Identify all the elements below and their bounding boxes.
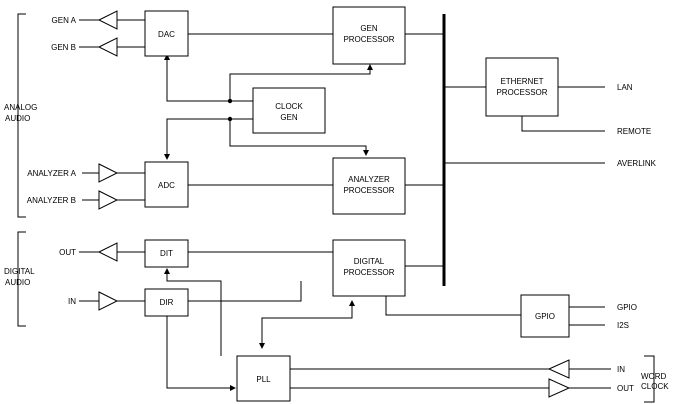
digital-processor-label-1: DIGITAL [354,257,385,266]
clock-gen-label-2: GEN [280,113,298,122]
word-clock-in-buffer [547,359,570,379]
digital-audio-label-1: DIGITAL [4,267,35,276]
buffers [97,10,571,398]
digital-in-port-label: IN [68,297,76,306]
word-clock-label-1: WORD [641,372,667,381]
analyzer-b-buffer [98,190,119,210]
arrowheads [164,54,373,391]
gen-b-buffer [97,37,118,57]
junction-dot [227,116,233,122]
analyzer-a-port-label: ANALYZER A [27,169,76,178]
dir-block: DIR [144,288,189,317]
gpio-block: GPIO [520,294,570,338]
digital-processor-label-2: PROCESSOR [343,268,394,277]
adc-label: ADC [158,181,175,190]
analog-audio-label-1: ANALOG [4,103,37,112]
analog-audio-label-2: AUDIO [5,114,30,123]
averlink-port-label: AVERLINK [617,159,657,168]
remote-port-label: REMOTE [617,127,651,136]
gpio-label: GPIO [535,312,555,321]
gen-processor-block: GEN PROCESSOR [332,6,406,65]
pll-block: PLL [236,355,291,402]
analyzer-a-buffer [98,163,119,183]
gen-a-port-label: GEN A [52,16,77,25]
gen-processor-label-2: PROCESSOR [343,35,394,44]
dit-label: DIT [160,249,173,258]
word-clock-group: WORD CLOCK [641,355,669,403]
dac-block: DAC [144,10,189,57]
lan-port-label: LAN [617,83,633,92]
i2s-port-label: I2S [617,321,629,330]
digital-in-buffer [98,291,119,311]
gen-a-buffer [97,10,118,30]
digital-out-buffer [97,242,118,262]
word-clock-out-buffer [548,378,571,398]
gen-b-port-label: GEN B [51,43,76,52]
analyzer-processor-label-1: ANALYZER [348,175,390,184]
analyzer-processor-label-2: PROCESSOR [343,186,394,195]
word-clock-in-port-label: IN [617,365,625,374]
gpio-port-label: GPIO [617,303,637,312]
word-clock-label-2: CLOCK [641,382,669,391]
analyzer-processor-block: ANALYZER PROCESSOR [332,157,406,215]
dir-label: DIR [160,298,174,307]
digital-audio-group: DIGITAL AUDIO [4,231,35,327]
junction-dot [227,98,233,104]
ethernet-processor-label-1: ETHERNET [500,77,543,86]
analog-audio-group: ANALOG AUDIO [4,13,37,218]
ethernet-processor-label-2: PROCESSOR [496,88,547,97]
dit-block: DIT [144,239,189,268]
digital-audio-label-2: AUDIO [5,278,30,287]
pll-label: PLL [256,375,271,384]
digital-out-port-label: OUT [59,248,76,257]
gen-processor-label-1: GEN [360,24,378,33]
ethernet-processor-block: ETHERNET PROCESSOR [485,57,559,117]
connections [79,19,611,389]
dac-label: DAC [158,30,175,39]
clock-gen-block: CLOCK GEN [252,87,326,134]
clock-gen-label-1: CLOCK [275,102,303,111]
port-labels: GEN A GEN B ANALYZER A ANALYZER B OUT IN… [27,16,657,393]
adc-block: ADC [144,161,189,208]
word-clock-out-port-label: OUT [617,384,634,393]
analyzer-b-port-label: ANALYZER B [27,196,76,205]
digital-processor-block: DIGITAL PROCESSOR [332,239,406,297]
